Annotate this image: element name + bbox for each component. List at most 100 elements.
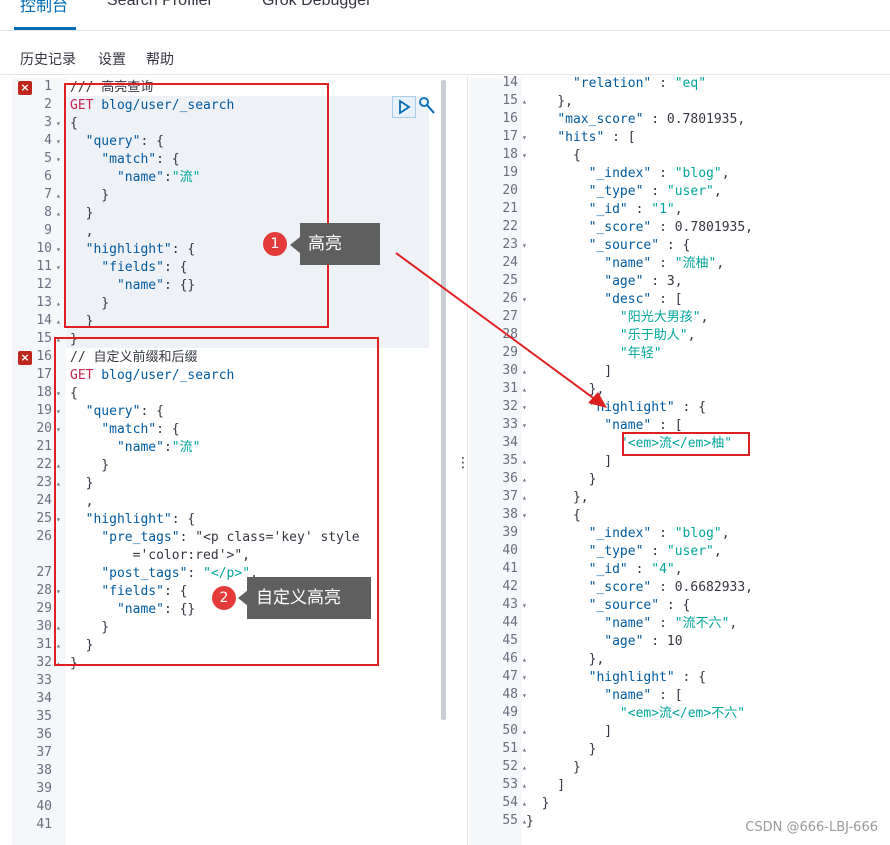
request-code-line[interactable]: "post_tags": "</p>", xyxy=(101,566,258,581)
fold-expand-icon[interactable]: ▴ xyxy=(522,367,527,376)
fold-expand-icon[interactable]: ▴ xyxy=(56,623,61,632)
active-line-highlight xyxy=(66,132,429,150)
response-code-line: } xyxy=(526,796,550,811)
response-code-line: "_index" : "blog", xyxy=(588,526,730,541)
fold-collapse-icon[interactable]: ▾ xyxy=(56,119,61,128)
fold-collapse-icon[interactable]: ▾ xyxy=(522,673,527,682)
fold-expand-icon[interactable]: ▴ xyxy=(522,475,527,484)
request-code-line[interactable]: } xyxy=(70,188,110,203)
fold-expand-icon[interactable]: ▴ xyxy=(522,97,527,106)
fold-collapse-icon[interactable]: ▾ xyxy=(522,133,527,142)
response-code-line: "_source" : { xyxy=(588,598,691,613)
fold-expand-icon[interactable]: ▴ xyxy=(56,191,61,200)
request-code-line[interactable]: } xyxy=(70,620,110,635)
tab-search-profiler[interactable]: Search Profiler xyxy=(107,0,213,9)
request-code-line[interactable]: } xyxy=(70,638,94,653)
request-code-line[interactable]: } xyxy=(70,314,94,329)
fold-expand-icon[interactable]: ▴ xyxy=(56,335,61,344)
fold-expand-icon[interactable]: ▴ xyxy=(56,659,61,668)
request-code-line[interactable]: "match": { xyxy=(101,152,180,167)
request-code-line[interactable]: "query": { xyxy=(85,404,164,419)
request-code-line[interactable]: "match": { xyxy=(101,422,180,437)
fold-expand-icon[interactable]: ▴ xyxy=(522,655,527,664)
fold-expand-icon[interactable]: ▴ xyxy=(56,461,61,470)
request-code-line[interactable]: // 自定义前缀和后缀 xyxy=(70,350,198,365)
request-code-line[interactable]: } xyxy=(70,332,78,347)
fold-expand-icon[interactable]: ▴ xyxy=(522,457,527,466)
request-code-line[interactable]: } xyxy=(70,206,94,221)
request-code-line[interactable]: , xyxy=(70,224,94,239)
fold-collapse-icon[interactable]: ▾ xyxy=(522,241,527,250)
request-code-line[interactable]: "query": { xyxy=(85,134,164,149)
fold-expand-icon[interactable]: ▴ xyxy=(522,763,527,772)
response-line-number: 15 xyxy=(502,93,518,108)
response-line-number: 16 xyxy=(502,111,518,126)
request-code-line[interactable]: GET blog/user/_search xyxy=(70,368,235,383)
fold-expand-icon[interactable]: ▴ xyxy=(522,727,527,736)
response-line-number: 27 xyxy=(502,309,518,324)
fold-expand-icon[interactable]: ▴ xyxy=(522,781,527,790)
menu-help[interactable]: 帮助 xyxy=(146,52,174,68)
response-line-number: 44 xyxy=(502,615,518,630)
tab-console[interactable]: 控制台 xyxy=(20,0,69,15)
request-code-line[interactable]: "name": {} xyxy=(116,278,196,293)
wrench-icon[interactable] xyxy=(418,96,436,120)
request-code-line[interactable]: "fields": { xyxy=(101,260,188,275)
menu-settings[interactable]: 设置 xyxy=(98,52,126,68)
fold-expand-icon[interactable]: ▴ xyxy=(522,799,527,808)
request-code-line[interactable]: "highlight": { xyxy=(85,512,196,527)
error-icon[interactable]: × xyxy=(18,351,32,365)
request-code-line[interactable]: "pre_tags": "<p class='key' style xyxy=(101,530,360,545)
request-code-line[interactable]: } xyxy=(70,656,78,671)
request-line-number: 1 xyxy=(44,79,52,94)
send-request-button[interactable] xyxy=(392,96,416,118)
request-code-line[interactable]: , xyxy=(70,494,94,509)
request-code-line[interactable]: ='color:red'>", xyxy=(70,548,251,563)
fold-collapse-icon[interactable]: ▾ xyxy=(522,511,527,520)
request-code-line[interactable]: "fields": { xyxy=(101,584,188,599)
splitter-handle-icon[interactable]: ⋮ xyxy=(456,455,470,471)
fold-collapse-icon[interactable]: ▾ xyxy=(56,245,61,254)
request-code-line[interactable]: { xyxy=(70,116,78,131)
fold-collapse-icon[interactable]: ▾ xyxy=(56,515,61,524)
menu-history[interactable]: 历史记录 xyxy=(20,52,76,68)
fold-collapse-icon[interactable]: ▾ xyxy=(56,389,61,398)
fold-expand-icon[interactable]: ▴ xyxy=(56,641,61,650)
fold-expand-icon[interactable]: ▴ xyxy=(56,299,61,308)
request-code-line[interactable]: { xyxy=(70,386,78,401)
fold-collapse-icon[interactable]: ▾ xyxy=(56,407,61,416)
fold-collapse-icon[interactable]: ▾ xyxy=(522,295,527,304)
request-code-line[interactable]: "name": {} xyxy=(116,602,196,617)
response-line-number: 54 xyxy=(502,795,518,810)
fold-expand-icon[interactable]: ▴ xyxy=(522,745,527,754)
fold-collapse-icon[interactable]: ▾ xyxy=(56,155,61,164)
request-code-line[interactable]: } xyxy=(70,476,94,491)
request-code-line[interactable]: "name":"流" xyxy=(116,170,201,185)
request-code-line[interactable]: GET blog/user/_search xyxy=(70,98,235,113)
response-line-number: 40 xyxy=(502,543,518,558)
request-code-line[interactable]: } xyxy=(70,296,110,311)
response-code-line: "_source" : { xyxy=(588,238,691,253)
fold-collapse-icon[interactable]: ▾ xyxy=(522,601,527,610)
fold-expand-icon[interactable]: ▴ xyxy=(522,817,527,826)
request-code-line[interactable]: "name":"流" xyxy=(116,440,201,455)
fold-expand-icon[interactable]: ▴ xyxy=(56,479,61,488)
fold-collapse-icon[interactable]: ▾ xyxy=(56,263,61,272)
editor-scrollbar[interactable] xyxy=(441,80,446,720)
request-code-line[interactable]: "highlight": { xyxy=(85,242,196,257)
tab-grok-debugger[interactable]: Grok Debugger xyxy=(262,0,372,9)
fold-expand-icon[interactable]: ▴ xyxy=(56,317,61,326)
response-code-line: } xyxy=(526,814,534,829)
fold-collapse-icon[interactable]: ▾ xyxy=(56,587,61,596)
fold-expand-icon[interactable]: ▴ xyxy=(56,209,61,218)
fold-collapse-icon[interactable]: ▾ xyxy=(522,403,527,412)
request-code-line[interactable]: } xyxy=(70,458,110,473)
fold-collapse-icon[interactable]: ▾ xyxy=(522,421,527,430)
fold-collapse-icon[interactable]: ▾ xyxy=(56,425,61,434)
fold-collapse-icon[interactable]: ▾ xyxy=(56,137,61,146)
fold-expand-icon[interactable]: ▴ xyxy=(522,385,527,394)
error-icon[interactable]: × xyxy=(18,81,32,95)
fold-collapse-icon[interactable]: ▾ xyxy=(522,691,527,700)
fold-expand-icon[interactable]: ▴ xyxy=(522,493,527,502)
fold-collapse-icon[interactable]: ▾ xyxy=(522,151,527,160)
